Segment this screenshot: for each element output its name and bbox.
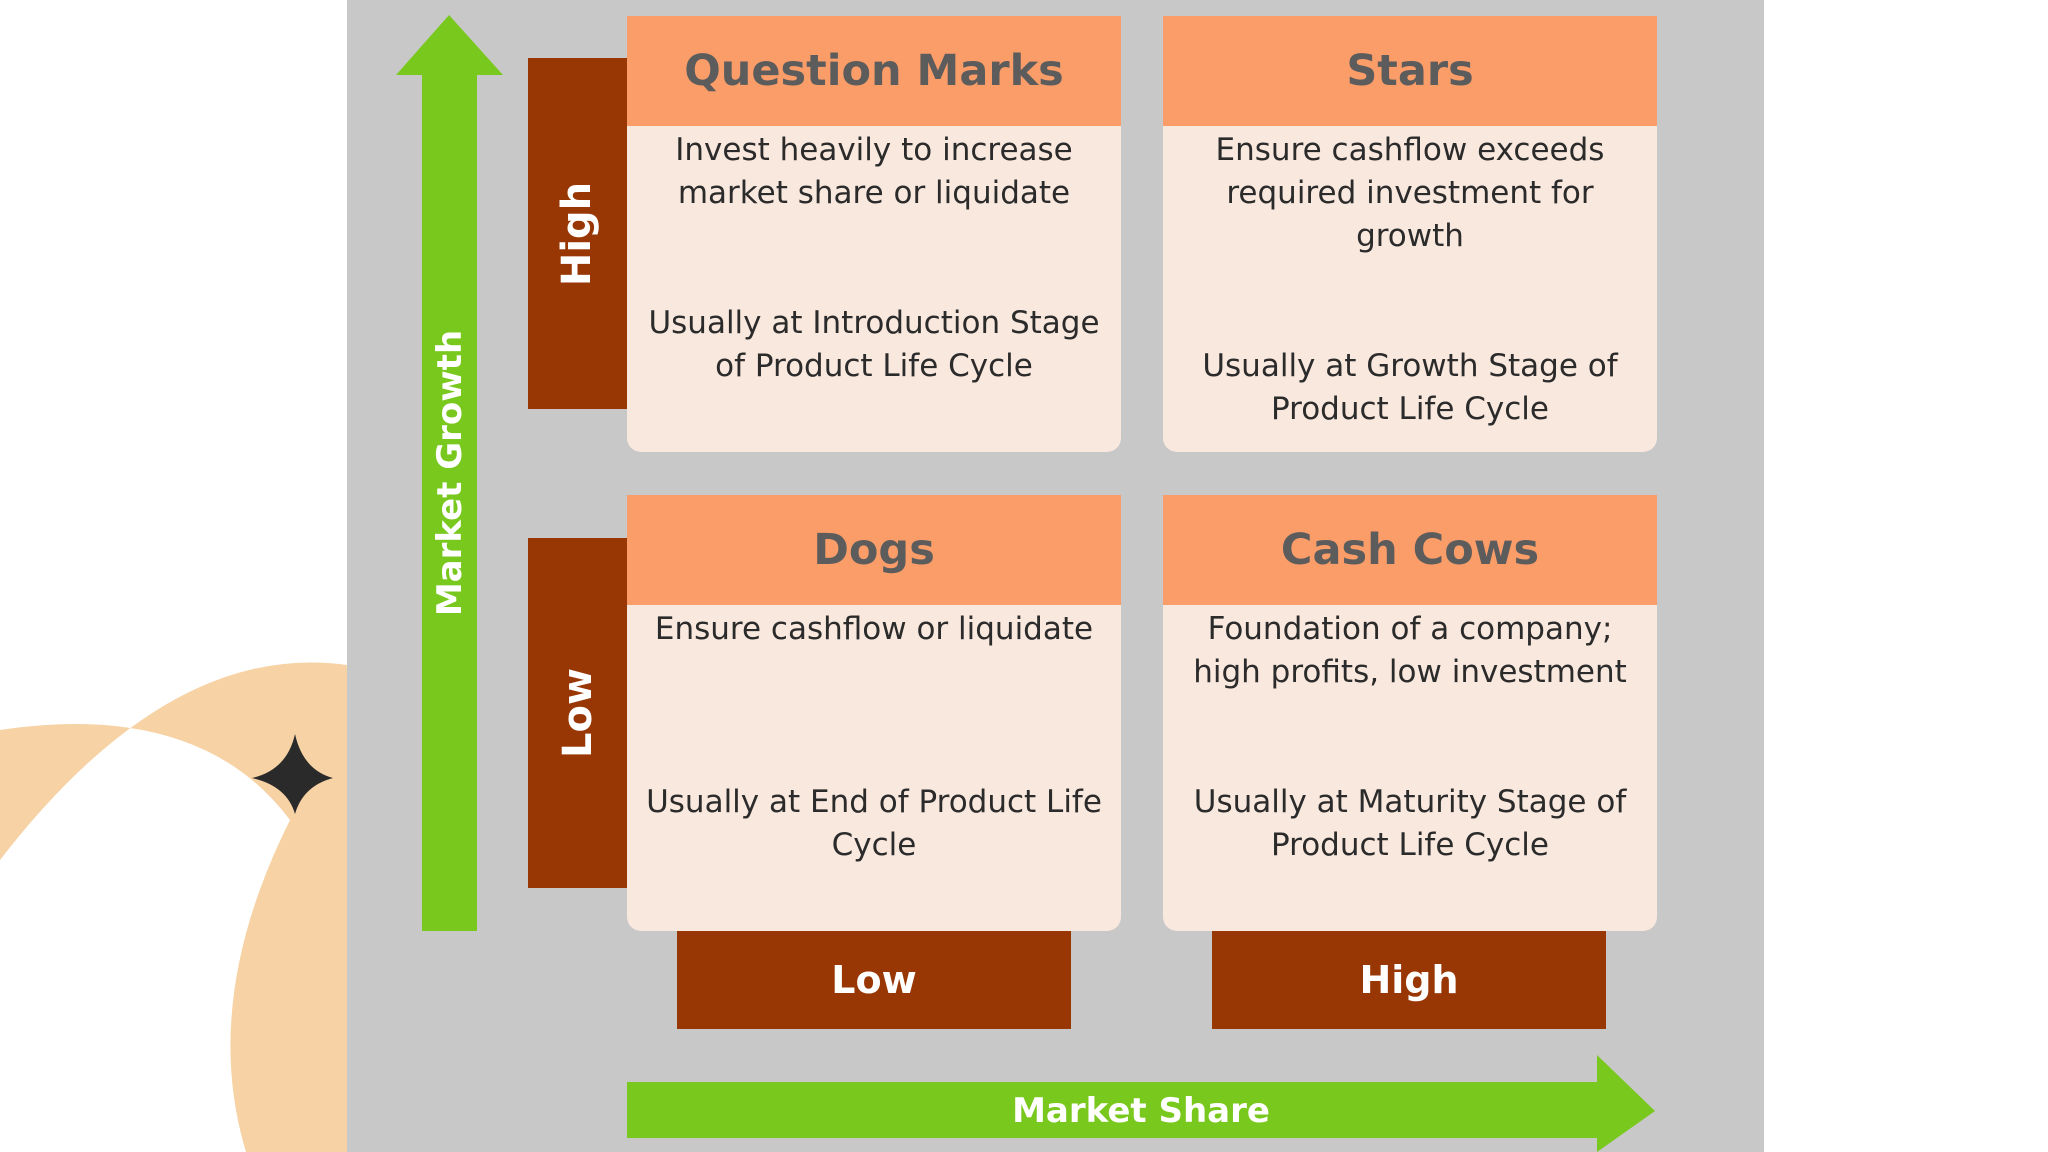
quadrant-stage: Usually at End of Product Life Cycle	[639, 781, 1109, 867]
quadrant-title: Question Marks	[627, 16, 1121, 126]
quadrant-stage: Usually at Introduction Stage of Product…	[639, 302, 1109, 388]
row-label-low-text: Low	[554, 668, 600, 758]
quadrant-title: Stars	[1163, 16, 1657, 126]
quadrant-dogs: Dogs Ensure cashflow or liquidate Usuall…	[627, 495, 1121, 931]
col-label-low: Low	[677, 931, 1071, 1029]
market-share-label: Market Share	[1012, 1091, 1270, 1131]
quadrant-question-marks: Question Marks Invest heavily to increas…	[627, 16, 1121, 452]
quadrant-title: Dogs	[627, 495, 1121, 605]
row-label-high: High	[528, 58, 627, 409]
quadrant-cash-cows: Cash Cows Foundation of a company; high …	[1163, 495, 1657, 931]
quadrant-strategy: Foundation of a company; high profits, l…	[1175, 608, 1645, 694]
quadrant-strategy: Ensure cashflow or liquidate	[639, 608, 1109, 651]
quadrant-stage: Usually at Maturity Stage of Product Lif…	[1175, 781, 1645, 867]
quadrant-strategy: Invest heavily to increase market share …	[639, 129, 1109, 215]
row-label-high-text: High	[555, 181, 601, 285]
quadrant-stars: Stars Ensure cashflow exceeds required i…	[1163, 16, 1657, 452]
quadrant-stage: Usually at Growth Stage of Product Life …	[1175, 345, 1645, 431]
quadrant-title: Cash Cows	[1163, 495, 1657, 605]
col-label-high: High	[1212, 931, 1606, 1029]
row-label-low: Low	[528, 538, 627, 888]
quadrant-strategy: Ensure cashflow exceeds required investm…	[1175, 129, 1645, 258]
